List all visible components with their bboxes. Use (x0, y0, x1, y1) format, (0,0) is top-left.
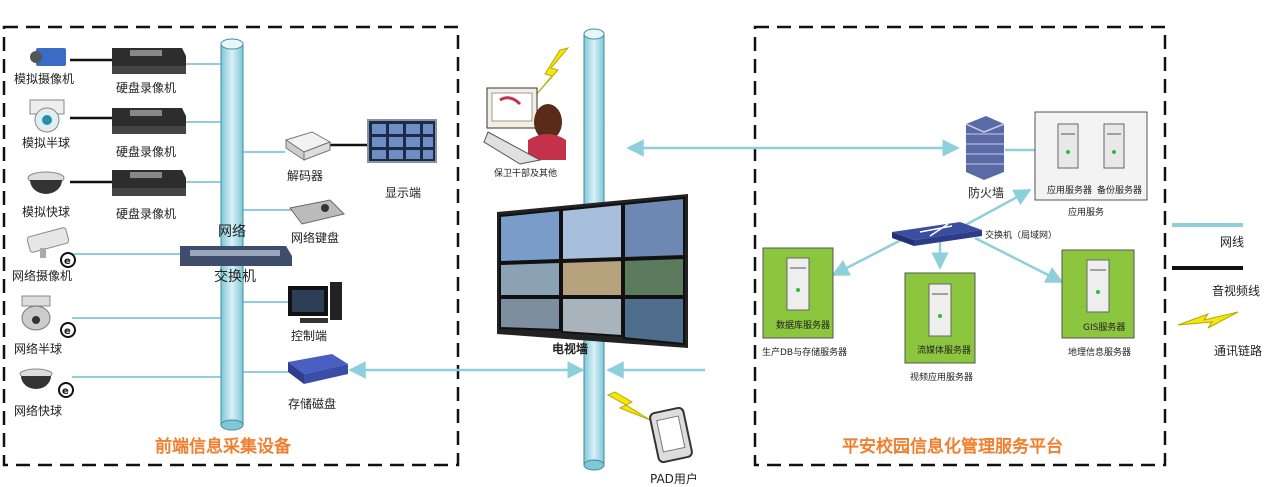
legend-av-label: 音视频线 (1212, 284, 1261, 298)
console-icon (288, 282, 342, 323)
app-service-box (1034, 111, 1148, 201)
left-network-lines (72, 63, 292, 378)
network-speed-dome-label: 网络快球 (14, 404, 63, 418)
lan-switch-icon (892, 222, 982, 246)
server-icon (1103, 123, 1125, 169)
display-label: 显示端 (385, 186, 422, 200)
dvr-icon (112, 48, 186, 74)
media-server-label: 流媒体服务器 (917, 346, 972, 356)
server-icon (928, 283, 952, 337)
firewall-icon (965, 116, 1005, 180)
dvr-icon (112, 170, 186, 196)
lan-switch-label: 交换机（局域网） (985, 231, 1058, 241)
svg-text:e: e (62, 386, 69, 397)
network-switch-icon (180, 246, 292, 266)
ie-icon: e (60, 322, 76, 338)
legend-lightning-icon (1177, 311, 1239, 329)
display-wall-icon (367, 119, 437, 163)
speed-dome-icon (27, 171, 65, 194)
network-keyboard-icon (289, 199, 345, 225)
switch-label-top: 网络 (218, 224, 246, 240)
right-frame (753, 25, 1167, 467)
pad-device-icon (649, 406, 693, 464)
storage-label: 存储磁盘 (288, 397, 337, 411)
gis-server-label: GIS服务器 (1083, 323, 1126, 333)
analog-dome-label: 模拟半球 (22, 136, 71, 150)
dvr-label: 硬盘录像机 (116, 207, 177, 221)
link-arrows (348, 139, 1064, 379)
left-backbone-pipe (220, 38, 244, 431)
legend-network-label: 网线 (1220, 235, 1245, 249)
db-caption: 生产DB与存储服务器 (762, 348, 848, 358)
switch-label-bottom: 交换机 (214, 269, 256, 285)
console-label: 控制端 (291, 329, 328, 343)
video-wall-label: 电视墙 (552, 342, 589, 356)
security-desk-label: 保卫干部及其他 (494, 169, 558, 179)
left-frame (2, 25, 460, 467)
analog-speed-dome-label: 模拟快球 (22, 205, 71, 219)
db-server-label: 数据库服务器 (776, 321, 831, 331)
network-dome-icon (21, 295, 51, 331)
firewall-label: 防火墙 (968, 186, 1005, 200)
media-caption: 视频应用服务器 (910, 373, 974, 383)
server-icon (1057, 123, 1079, 169)
network-camera-label: 网络摄像机 (12, 269, 73, 283)
server-icon (786, 257, 810, 311)
dome-camera-icon (29, 99, 65, 133)
keyboard-label: 网络键盘 (291, 231, 340, 245)
storage-disk-icon (288, 354, 348, 384)
app-service-label: 应用服务 (1068, 208, 1105, 218)
right-panel-title: 平安校园信息化管理服务平台 (842, 437, 1063, 457)
lightning-icon (606, 391, 651, 421)
network-speed-dome-icon (19, 368, 53, 389)
ie-icon: e (60, 252, 76, 268)
svg-text:e: e (64, 256, 71, 267)
dvr-label: 硬盘录像机 (116, 145, 177, 159)
app-server-label: 应用服务器 (1047, 186, 1093, 196)
svg-text:e: e (64, 326, 71, 337)
network-dome-label: 网络半球 (14, 342, 63, 356)
analog-camera-label: 模拟摄像机 (14, 72, 75, 86)
video-wall-icon (497, 194, 688, 348)
camera-icon (30, 48, 66, 66)
legend-comm-label: 通讯链路 (1214, 344, 1263, 358)
dvr-icon (112, 108, 186, 134)
gis-caption: 地理信息服务器 (1068, 348, 1132, 358)
pad-user-label: PAD用户 (650, 472, 698, 486)
decoder-icon (284, 131, 332, 161)
backup-server-label: 备份服务器 (1097, 186, 1143, 196)
network-camera-icon (26, 227, 70, 258)
server-icon (1086, 259, 1110, 313)
ie-icon: e (58, 382, 74, 398)
operator-workstation-icon (483, 87, 566, 165)
lightning-icon (534, 47, 570, 97)
av-lines (70, 58, 368, 184)
dvr-label: 硬盘录像机 (116, 81, 177, 95)
left-panel-title: 前端信息采集设备 (155, 437, 291, 457)
decoder-label: 解码器 (287, 169, 324, 183)
